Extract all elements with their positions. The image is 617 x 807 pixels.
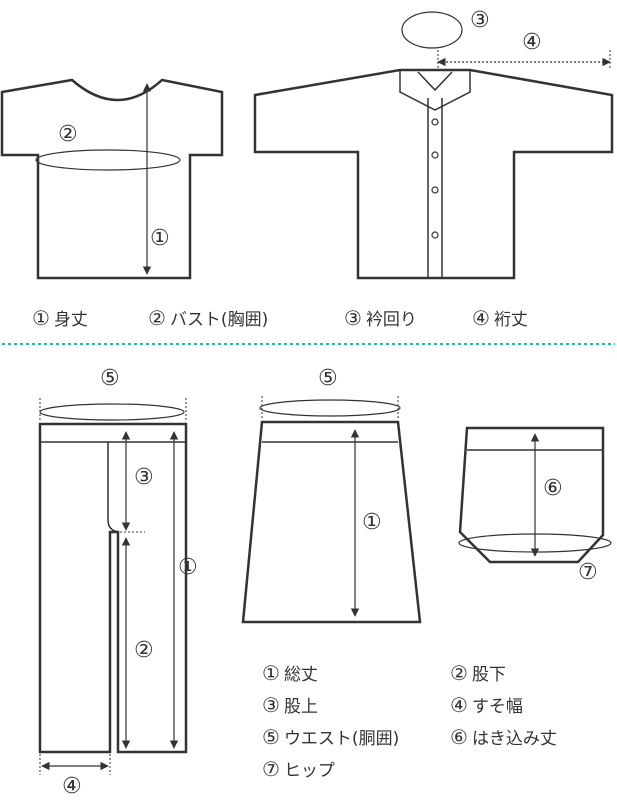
shirt-button — [431, 231, 439, 239]
tshirt-length-marker: ① — [150, 226, 170, 251]
shirt-collar — [399, 70, 471, 111]
shirt-neck-marker: ③ — [470, 8, 490, 33]
tshirt-outline — [0, 78, 224, 280]
pants-outline — [38, 422, 188, 754]
pants-rise-marker: ③ — [134, 465, 154, 490]
shorts-outline — [458, 426, 605, 564]
tshirt-bust-ellipse — [35, 149, 181, 171]
pants-fly — [107, 442, 119, 533]
shirt-button — [431, 118, 439, 126]
pants-hem-marker: ④ — [62, 774, 82, 799]
pants-inseam-marker: ② — [134, 638, 154, 663]
skirt-waist-marker: ⑤ — [318, 366, 338, 391]
shirt-neck-ellipse — [401, 11, 463, 49]
shorts-hip-marker: ⑦ — [578, 560, 598, 585]
pants-length-marker: ① — [178, 555, 198, 580]
skirt-outline — [241, 420, 422, 624]
pants-waist-marker: ⑤ — [100, 366, 120, 391]
shirt-button — [431, 151, 439, 159]
shirt-outline — [253, 68, 614, 280]
shirt-button — [431, 186, 439, 194]
skirt-waist-ellipse — [259, 399, 401, 417]
tshirt-bust-marker: ② — [58, 122, 78, 147]
shorts-rise-marker: ⑥ — [543, 476, 563, 501]
pants-waist-ellipse — [39, 403, 185, 421]
shorts-hip-ellipse — [458, 533, 612, 553]
shirt-sleeve-marker: ④ — [522, 30, 542, 55]
skirt-length-marker: ① — [362, 510, 382, 535]
